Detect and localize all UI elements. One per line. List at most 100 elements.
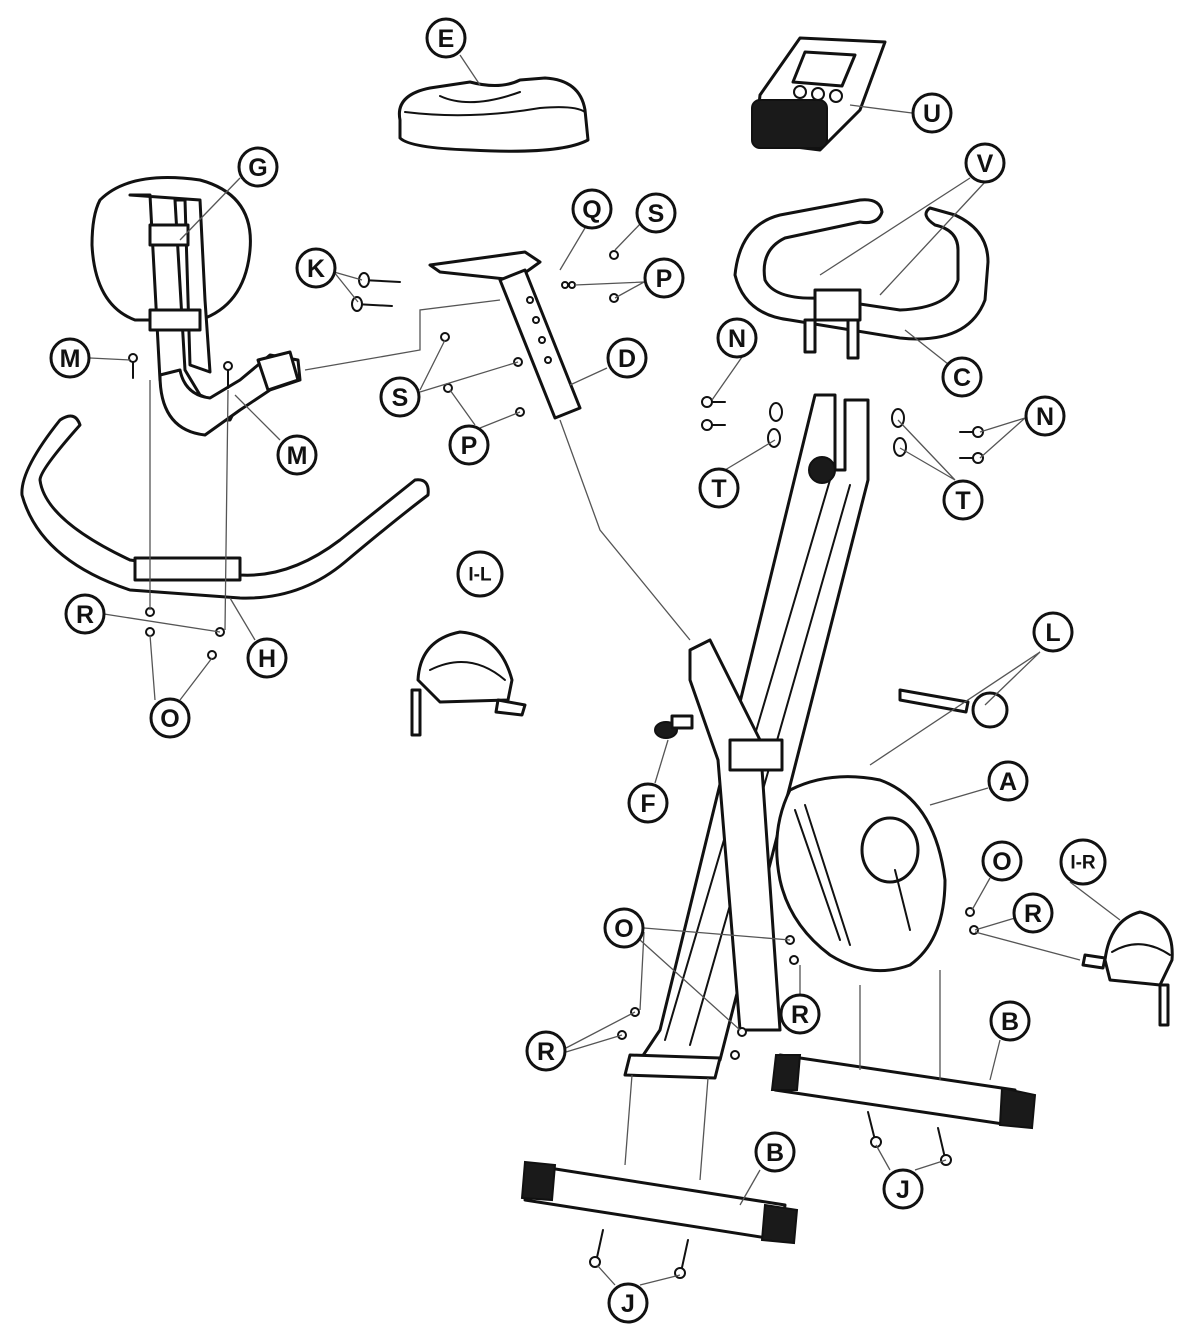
callout-o1: O [149, 697, 191, 739]
callout-circle [882, 1168, 924, 1210]
part-stabilizer-rear [770, 1053, 1037, 1130]
callout-text: J [621, 1290, 635, 1318]
callout-circle [49, 337, 91, 379]
callout-circle [295, 247, 337, 289]
callout-circle [779, 993, 821, 1035]
part-screws-m [128, 353, 233, 389]
callout-circle [64, 593, 106, 635]
part-nuts-handlebar [145, 607, 225, 660]
callout-p1: P [643, 257, 685, 299]
callout-circle [1059, 838, 1107, 886]
part-pedal-left [410, 630, 527, 737]
callout-circle [246, 637, 288, 679]
callout-b1: B [989, 1000, 1031, 1042]
part-seat [397, 76, 590, 153]
part-backrest [90, 176, 302, 437]
callout-text: Q [582, 196, 601, 224]
part-seat-post [428, 250, 582, 420]
callout-text: R [76, 601, 94, 629]
callout-circle [525, 1030, 567, 1072]
callout-circle [448, 424, 490, 466]
callout-text: M [60, 345, 81, 373]
callout-text: S [648, 200, 665, 228]
callout-text: V [977, 150, 994, 178]
callout-text: F [640, 790, 655, 818]
callout-circle [1024, 395, 1066, 437]
part-flywheel-housing [775, 775, 947, 973]
callout-text: N [1036, 403, 1054, 431]
callout-circle [941, 356, 983, 398]
callout-s2: S [379, 376, 421, 418]
callout-circle [237, 146, 279, 188]
part-knob-f [654, 714, 694, 739]
callout-o3: O [603, 907, 645, 949]
callout-circle [276, 434, 318, 476]
callout-text: B [1001, 1008, 1019, 1036]
callout-k: K [295, 247, 337, 289]
callout-f: F [627, 782, 669, 824]
callout-r3: R [779, 993, 821, 1035]
callout-d: D [606, 337, 648, 379]
part-bolts-k [351, 272, 401, 312]
callout-il: I-L [456, 550, 504, 598]
callout-g: G [237, 146, 279, 188]
callout-u: U [911, 92, 953, 134]
callout-h: H [246, 637, 288, 679]
callout-text: C [953, 364, 971, 392]
callout-circle [911, 92, 953, 134]
callout-text: R [537, 1038, 555, 1066]
callout-circle [989, 1000, 1031, 1042]
part-console [751, 36, 887, 152]
callout-circle [606, 337, 648, 379]
callout-l: L [1032, 611, 1074, 653]
callout-circle [1032, 611, 1074, 653]
callout-circle [635, 192, 677, 234]
callout-circle [698, 467, 740, 509]
callout-n1: N [716, 317, 758, 359]
callout-text: P [656, 265, 673, 293]
callout-text: J [896, 1176, 910, 1204]
callout-o2: O [981, 840, 1023, 882]
callout-text: R [1024, 900, 1042, 928]
part-bolts-washers [701, 396, 984, 464]
callout-c: C [941, 356, 983, 398]
callout-text: U [923, 100, 941, 128]
callout-circle [571, 188, 613, 230]
callout-text: O [160, 705, 179, 733]
callout-text: M [287, 442, 308, 470]
callout-text: B [766, 1139, 784, 1167]
part-main-frame [623, 393, 870, 1080]
callout-j1: J [882, 1168, 924, 1210]
callout-text: L [1045, 619, 1060, 647]
callout-circle [643, 257, 685, 299]
callout-a: A [987, 760, 1029, 802]
callout-circle [603, 907, 645, 949]
callout-e: E [425, 17, 467, 59]
callout-circle [149, 697, 191, 739]
callout-text: O [614, 915, 633, 943]
part-pedal-right [1081, 910, 1174, 1027]
callout-m1: M [49, 337, 91, 379]
callout-text: N [728, 325, 746, 353]
callout-t1: T [698, 467, 740, 509]
callout-b2: B [754, 1131, 796, 1173]
callout-circle [456, 550, 504, 598]
callout-text: E [438, 25, 455, 53]
callout-text: H [258, 645, 276, 673]
callout-text: K [307, 255, 325, 283]
callout-text: T [711, 475, 726, 503]
callout-circle [964, 142, 1006, 184]
callout-text: P [461, 432, 478, 460]
callout-p2: P [448, 424, 490, 466]
callout-text: O [992, 848, 1011, 876]
callout-text: G [248, 154, 267, 182]
callout-circle [627, 782, 669, 824]
callout-text: I-R [1070, 853, 1096, 874]
callout-circle [981, 840, 1023, 882]
callout-circle [425, 17, 467, 59]
callout-text: R [791, 1001, 809, 1029]
callout-n2: N [1024, 395, 1066, 437]
callout-text: I-L [468, 565, 492, 586]
